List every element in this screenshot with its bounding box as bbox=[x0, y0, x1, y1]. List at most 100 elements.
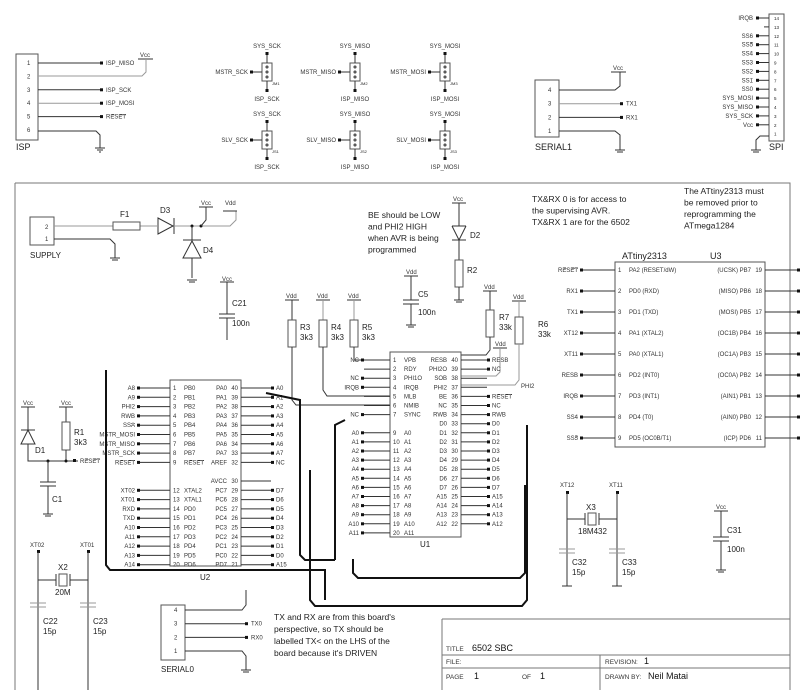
pin-number: 5 bbox=[27, 115, 31, 121]
svg-text:24: 24 bbox=[231, 535, 238, 541]
svg-text:9: 9 bbox=[393, 431, 397, 437]
svg-text:C21: C21 bbox=[232, 299, 247, 308]
led-d2: Vcc D2 R2 bbox=[451, 197, 481, 303]
svg-text:2: 2 bbox=[618, 289, 622, 295]
net-label: MSTR_SCK bbox=[215, 70, 248, 76]
pin-name: (MOSI) PB5 bbox=[719, 310, 752, 316]
isp-label: ISP bbox=[16, 142, 31, 152]
resistor-r7: Vdd R7 33k bbox=[461, 285, 513, 356]
net-label: D5 bbox=[276, 507, 284, 513]
net-label: A13 bbox=[492, 513, 503, 519]
pin-name: (UCSK) PB7 bbox=[717, 268, 751, 274]
svg-text:3k3: 3k3 bbox=[331, 333, 344, 342]
net-label: D7 bbox=[492, 485, 500, 491]
ground-icon bbox=[187, 279, 197, 283]
svg-text:33k: 33k bbox=[499, 323, 513, 332]
reset-circuit: Vcc Vcc D1 R1 3k3 RESET C1 bbox=[20, 401, 100, 517]
net-label: SS6 bbox=[742, 34, 754, 40]
pin-name: PHI2 bbox=[434, 385, 448, 391]
note-line: BE should be LOW bbox=[368, 210, 440, 220]
net-label: RWB bbox=[121, 414, 135, 420]
pin-name: D5 bbox=[439, 467, 447, 473]
svg-text:7: 7 bbox=[173, 442, 177, 448]
svg-text:14: 14 bbox=[755, 373, 762, 379]
svg-text:13: 13 bbox=[393, 467, 400, 473]
svg-text:28: 28 bbox=[451, 467, 458, 473]
pin-name: A9 bbox=[404, 513, 412, 519]
sheet-border bbox=[15, 182, 791, 690]
drawn-by-value: Neil Matai bbox=[648, 671, 688, 681]
svg-text:6: 6 bbox=[393, 404, 397, 410]
pin-name: PD0 (RXD) bbox=[629, 289, 659, 295]
svg-text:3: 3 bbox=[774, 114, 777, 119]
svg-text:4: 4 bbox=[173, 414, 177, 420]
net-label: D3 bbox=[492, 449, 500, 455]
net-label: TX1 bbox=[567, 310, 579, 316]
net-label: A14 bbox=[124, 563, 135, 569]
net-label: SYS_MISO bbox=[340, 112, 371, 118]
svg-text:3: 3 bbox=[618, 310, 622, 316]
svg-text:20M: 20M bbox=[55, 588, 71, 597]
pin-name: A2 bbox=[404, 449, 412, 455]
ref-designator: U1 bbox=[420, 540, 431, 549]
pin-name: SYNC bbox=[404, 413, 421, 419]
net-label: ISP_SCK bbox=[254, 97, 279, 103]
net-label: SYS_SCK bbox=[253, 112, 281, 118]
net-label: SYS_MOSI bbox=[430, 112, 461, 118]
net-label: A8 bbox=[352, 504, 360, 510]
pin-name: PD6 bbox=[184, 563, 196, 569]
net-label: MSTR_MISO bbox=[300, 70, 336, 76]
net-label: A15 bbox=[276, 563, 287, 569]
svg-text:Vdd: Vdd bbox=[484, 285, 495, 291]
ref-label: JS2 bbox=[360, 149, 368, 154]
svg-text:38: 38 bbox=[231, 405, 238, 411]
svg-text:7: 7 bbox=[618, 394, 622, 400]
net-label: A6 bbox=[352, 485, 360, 491]
svg-text:Vcc: Vcc bbox=[61, 401, 71, 407]
net-label: A10 bbox=[124, 526, 135, 532]
svg-text:12: 12 bbox=[755, 415, 762, 421]
net-label: A3 bbox=[276, 414, 284, 420]
svg-text:1: 1 bbox=[548, 129, 552, 135]
pin-name: A7 bbox=[404, 495, 412, 501]
pin-name: PD2 (INT0) bbox=[629, 373, 659, 379]
net-label: IRQB bbox=[563, 394, 578, 400]
net-label: SS4 bbox=[742, 52, 754, 58]
ref-label: JS1 bbox=[272, 149, 280, 154]
net-label: SS2 bbox=[742, 69, 754, 75]
svg-text:39: 39 bbox=[451, 367, 458, 373]
net-label: RX1 bbox=[626, 115, 638, 121]
svg-text:OF: OF bbox=[522, 674, 531, 681]
svg-text:RESET: RESET bbox=[80, 459, 100, 465]
pin-name: (OC1B) PB4 bbox=[718, 331, 752, 337]
pin-name: PA2 bbox=[216, 405, 228, 411]
net-label: A15 bbox=[492, 495, 503, 501]
svg-text:XT12: XT12 bbox=[560, 483, 575, 489]
svg-text:19: 19 bbox=[755, 268, 762, 274]
svg-text:4: 4 bbox=[393, 385, 397, 391]
net-label: D5 bbox=[492, 467, 500, 473]
svg-text:15p: 15p bbox=[572, 568, 586, 577]
svg-text:15: 15 bbox=[393, 485, 400, 491]
pin-name: PA3 bbox=[216, 414, 228, 420]
svg-text:XT02: XT02 bbox=[30, 543, 45, 549]
net-label: RESET bbox=[106, 115, 126, 121]
svg-text:40: 40 bbox=[451, 358, 458, 364]
svg-text:16: 16 bbox=[173, 526, 180, 532]
zener-diode-icon bbox=[182, 226, 202, 278]
svg-text:17: 17 bbox=[393, 504, 400, 510]
svg-text:R2: R2 bbox=[467, 266, 478, 275]
pin-name: A3 bbox=[404, 458, 412, 464]
net-label: A1 bbox=[352, 440, 360, 446]
svg-text:Vcc: Vcc bbox=[716, 505, 726, 511]
pin-name: PB1 bbox=[184, 395, 196, 401]
pin-name: PHI1O bbox=[404, 376, 422, 382]
